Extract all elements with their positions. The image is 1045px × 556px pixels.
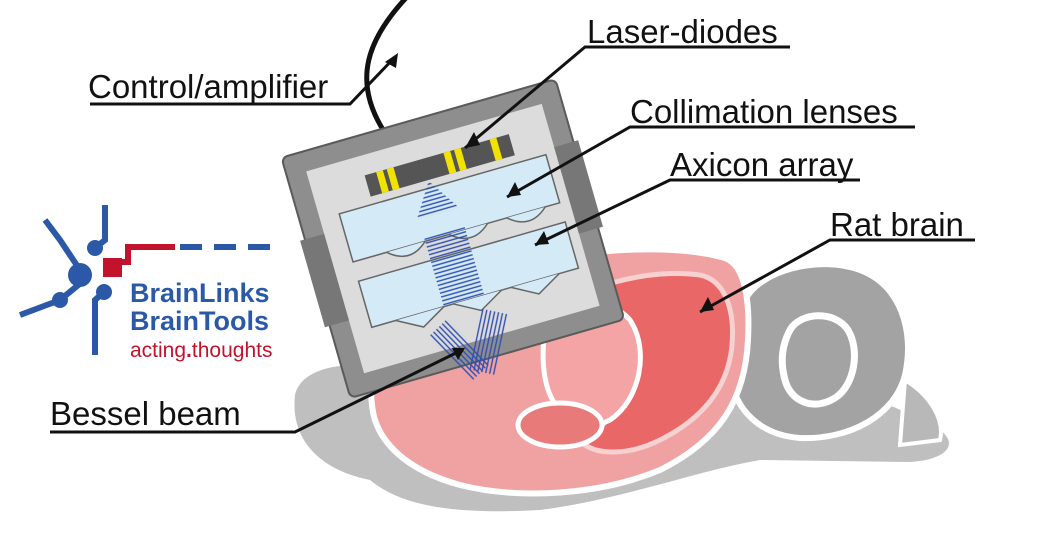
label-laser-diodes: Laser-diodes — [587, 13, 778, 50]
logo-line1: BrainLinks — [130, 278, 270, 308]
label-axicon-array: Axicon array — [670, 146, 854, 183]
brainlinks-braintools-logo: BrainLinks BrainTools acting.thoughts — [20, 205, 280, 362]
label-bessel-beam: Bessel beam — [50, 395, 241, 432]
logo-tagline: acting.thoughts — [130, 339, 272, 362]
logo-tagline-part2: thoughts — [192, 339, 273, 362]
logo-tagline-part1: acting — [130, 339, 186, 362]
lower-oval — [518, 403, 602, 447]
logo-line2: BrainTools — [130, 306, 269, 336]
label-collimation-lenses: Collimation lenses — [630, 93, 898, 130]
label-rat-brain: Rat brain — [830, 206, 964, 243]
cerebellum — [730, 264, 941, 445]
label-control-amplifier: Control/amplifier — [88, 68, 328, 105]
